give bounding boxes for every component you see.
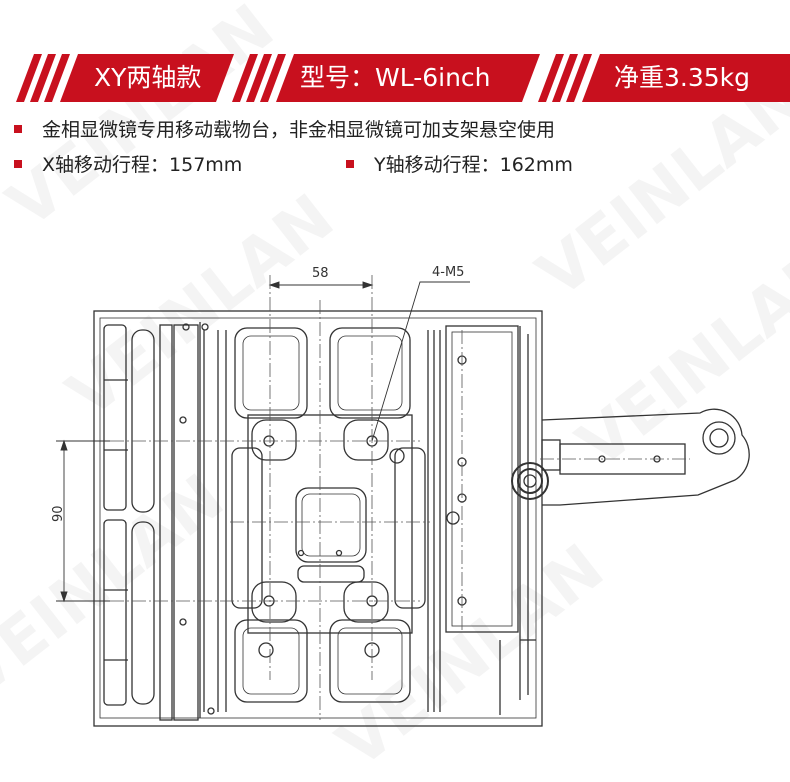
model-number-label: 型号：WL-6inch	[300, 63, 491, 92]
dimension-lines	[56, 281, 470, 603]
outer-frame	[93, 310, 543, 727]
feature-line-1: 金相显微镜专用移动载物台，非金相显微镜可加支架悬空使用	[14, 113, 555, 147]
bullet-square-icon	[14, 124, 22, 133]
inner-frame	[99, 317, 537, 719]
feature-line-2: X轴移动行程：157mm	[14, 148, 242, 182]
center-plate	[247, 414, 413, 634]
mounting-holes	[179, 323, 661, 715]
header-banner	[16, 54, 790, 102]
stage-technical-drawing: 58 90 4-M5	[51, 265, 750, 727]
model-type-label: XY两轴款	[94, 63, 202, 92]
dimension-58-label: 58	[312, 266, 329, 281]
dimension-90-label: 90	[51, 505, 66, 522]
left-rail	[103, 322, 205, 721]
feature-text-3: Y轴移动行程：162mm	[374, 154, 573, 176]
adjustment-arm	[511, 408, 750, 506]
right-guide	[433, 325, 536, 715]
centerlines	[110, 275, 690, 720]
feature-text-2: X轴移动行程：157mm	[42, 154, 243, 176]
net-weight-label: 净重3.35kg	[614, 63, 751, 92]
stage-pockets	[217, 327, 429, 712]
bullet-square-icon	[14, 159, 22, 168]
feature-text-1: 金相显微镜专用移动载物台，非金相显微镜可加支架悬空使用	[42, 119, 556, 141]
bullet-square-icon	[346, 159, 354, 168]
feature-line-3: Y轴移动行程：162mm	[346, 148, 573, 182]
thread-callout-label: 4-M5	[432, 265, 464, 280]
